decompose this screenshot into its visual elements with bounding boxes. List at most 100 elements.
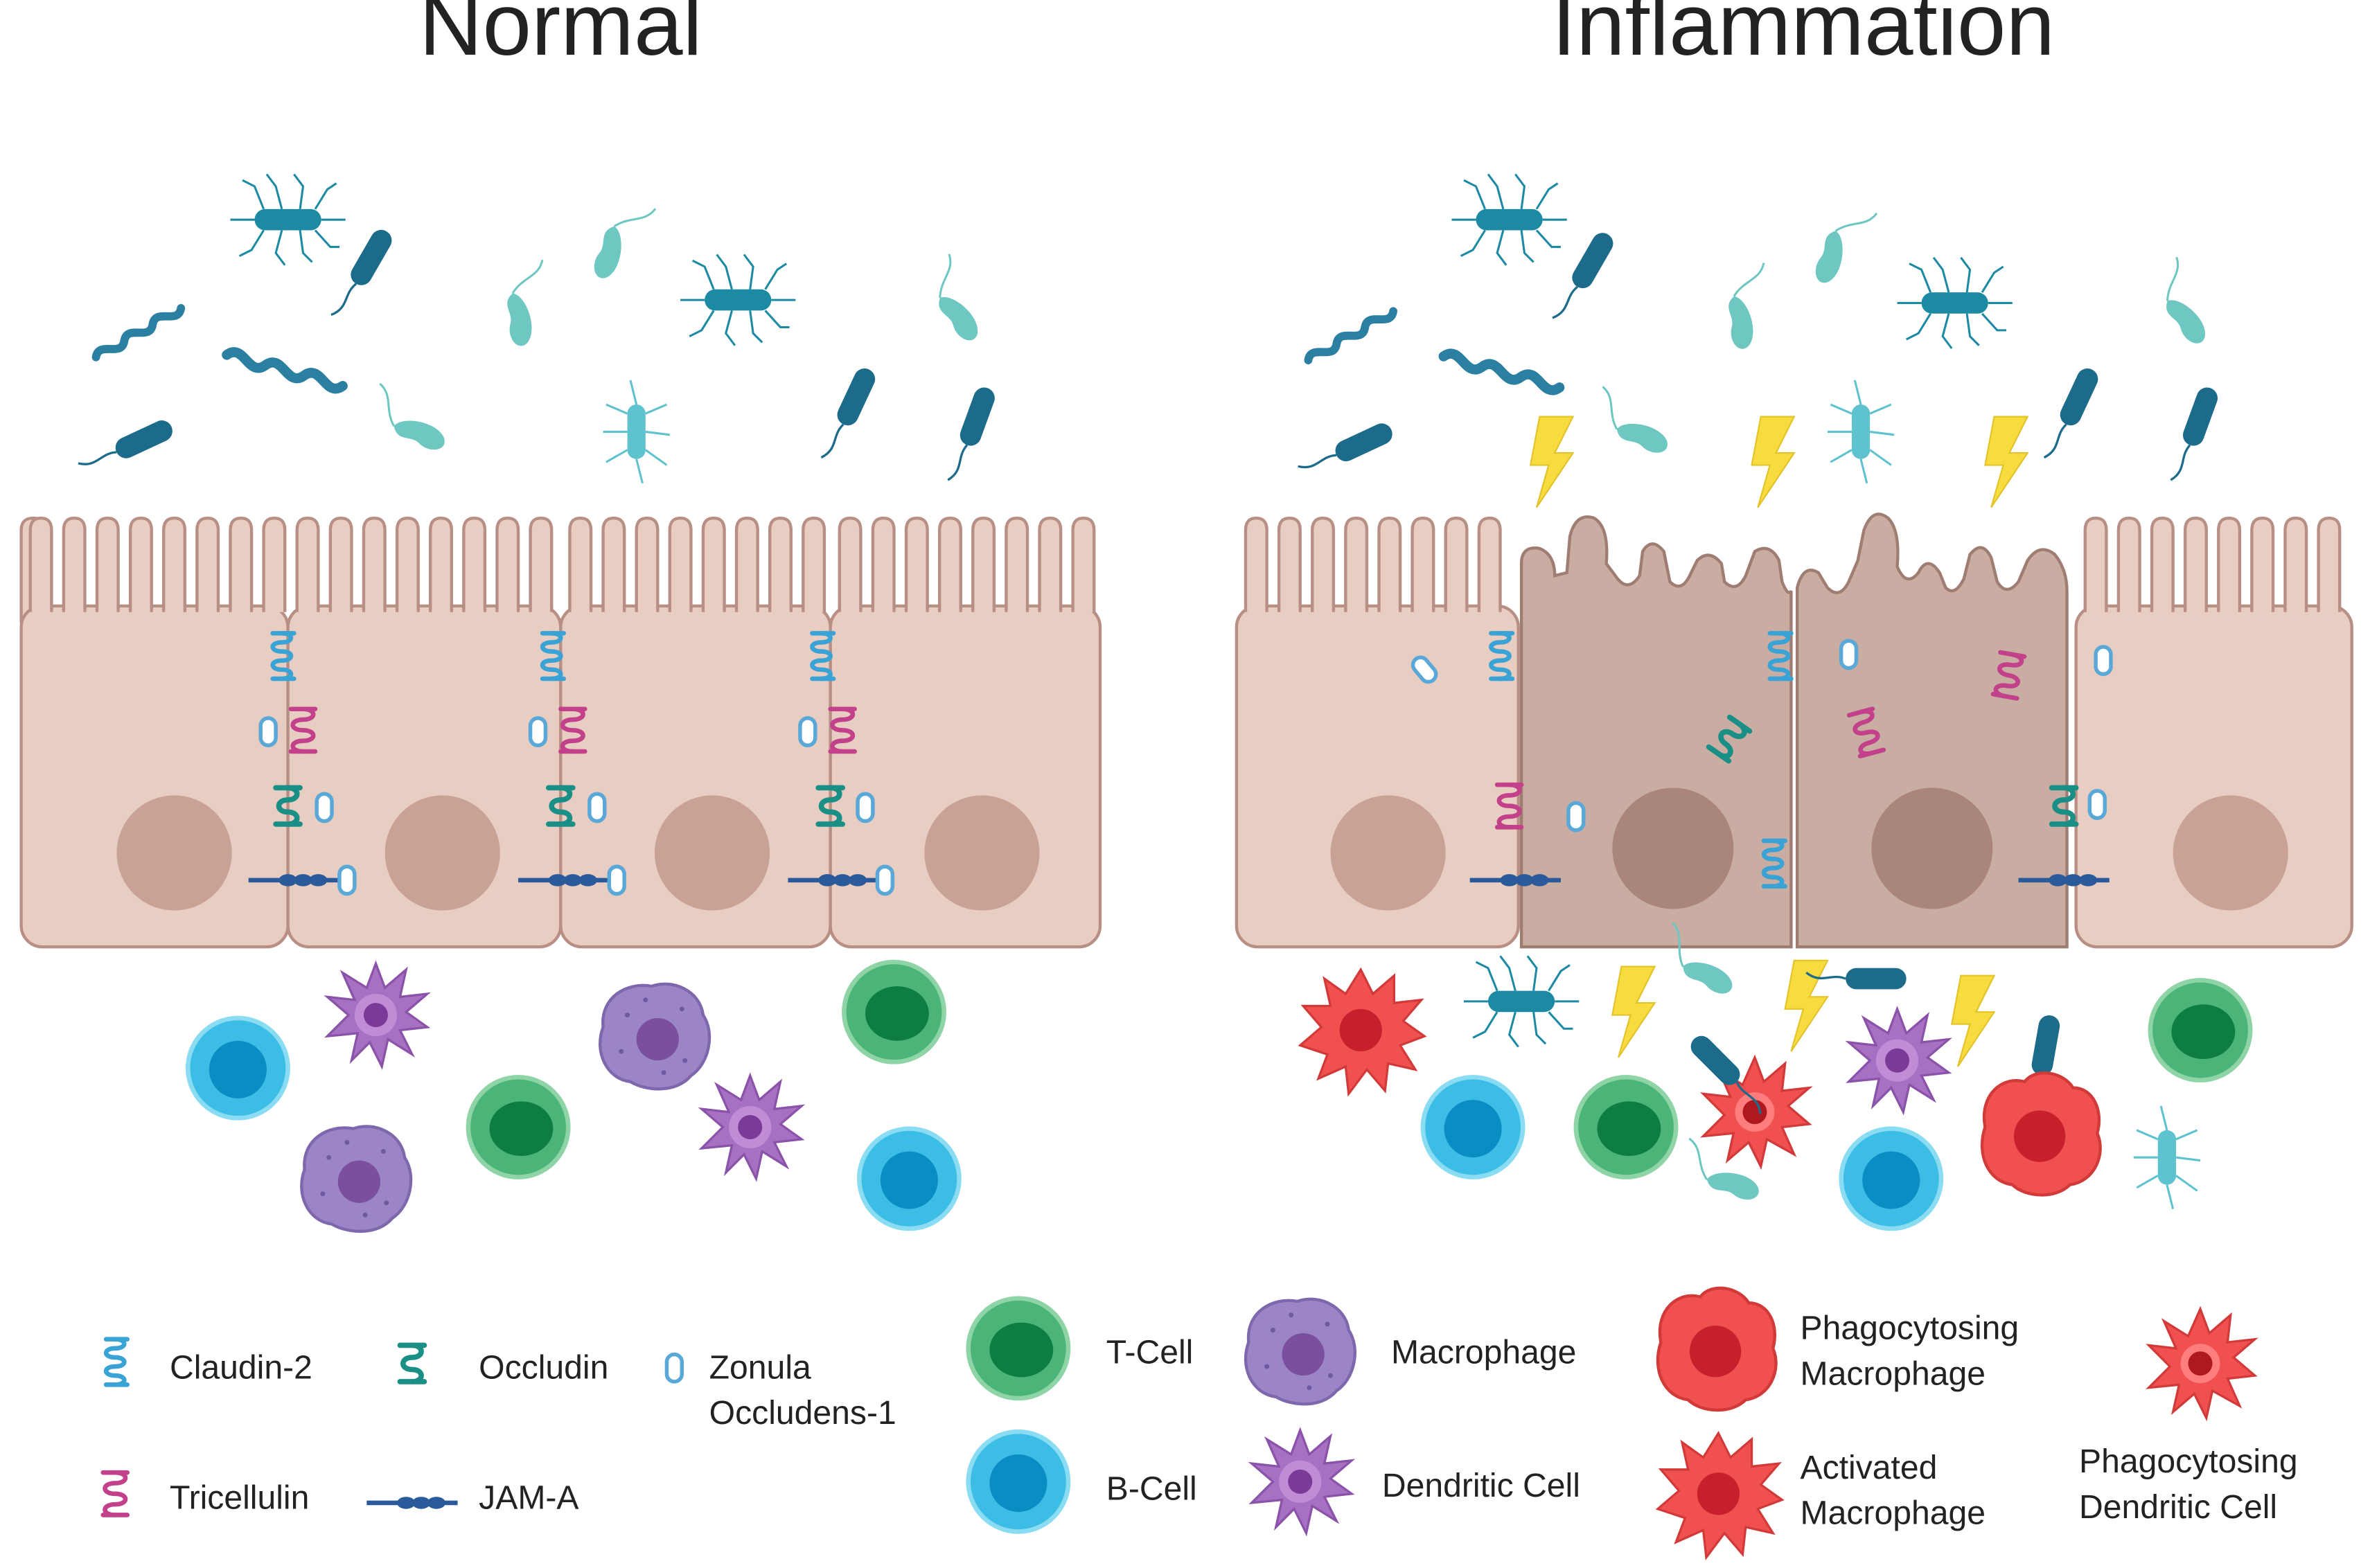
bacterium-rod xyxy=(2038,364,2103,466)
t-cell xyxy=(1575,1076,1678,1179)
legend-item-phagocytosing-dendritic-cell: Phagocytosing Dendritic Cell xyxy=(2079,1308,2298,1526)
t-cell xyxy=(2149,979,2252,1082)
bacterium-flagellated xyxy=(679,253,797,347)
lightning-bolt xyxy=(1951,974,1995,1068)
normal-epithelial-cell xyxy=(2074,516,2353,949)
bacterium-rod xyxy=(75,416,177,480)
phagocytosing-macrophage xyxy=(1982,1073,2101,1195)
legend-item-phagocytosing-macrophage: Phagocytosing Macrophage xyxy=(1658,1288,2019,1410)
zo-1 xyxy=(317,794,332,821)
legend-label-phagocytosing-macrophage-line2: Macrophage xyxy=(1801,1355,1986,1392)
legend-label-t-cell: T-Cell xyxy=(1106,1334,1194,1371)
title-normal: Normal xyxy=(419,0,702,73)
legend-label-occludin: Occludin xyxy=(479,1349,608,1387)
zo-1 xyxy=(609,866,624,893)
lightning-bolt xyxy=(1751,416,1795,508)
b-cell xyxy=(186,1017,290,1120)
bacterium-rod xyxy=(2165,383,2222,487)
lightning-bolt xyxy=(1530,416,1574,508)
legend-item-jam-a: JAM-A xyxy=(366,1479,579,1517)
normal-epithelial-cell xyxy=(19,516,290,949)
bacterium-flagellated xyxy=(1462,954,1580,1049)
nucleus xyxy=(2173,795,2288,911)
zo-1 xyxy=(531,718,546,745)
legend-label-zo-1-line1: Zonula xyxy=(709,1349,811,1387)
b-cell-icon xyxy=(967,1430,1070,1533)
bacterium-spirochete xyxy=(226,350,344,391)
zo-1 xyxy=(1841,641,1857,668)
bacterium-rod xyxy=(326,224,397,325)
normal-immune-cells xyxy=(186,961,961,1231)
zo-1 xyxy=(339,866,355,893)
zo-1 xyxy=(2096,647,2111,674)
nucleus xyxy=(924,795,1040,911)
inflammation-epithelium xyxy=(1235,513,2353,949)
legend-label-phagocytosing-dendritic-cell-line1: Phagocytosing xyxy=(2079,1443,2298,1480)
bacterium-comma xyxy=(369,382,454,453)
legend-item-tricellulin: Tricellulin xyxy=(103,1472,309,1517)
bacterium-rod xyxy=(1295,418,1397,483)
normal-epithelial-cell xyxy=(1235,516,1520,949)
legend-item-b-cell: B-Cell xyxy=(967,1430,1197,1533)
legend-label-activated-macrophage-line1: Activated xyxy=(1801,1449,1938,1486)
lightning-bolt xyxy=(1784,959,1829,1053)
b-cell xyxy=(1839,1127,1943,1230)
bacterium-flagellated xyxy=(229,173,347,267)
zo-1 xyxy=(800,718,815,745)
dendritic-cell xyxy=(1847,1008,1950,1114)
lightning-bolt xyxy=(1611,965,1656,1058)
occludin-icon xyxy=(400,1345,424,1381)
t-cell xyxy=(467,1076,570,1179)
nucleus xyxy=(1330,795,1446,911)
zo-1 xyxy=(877,866,892,893)
zo-1-icon xyxy=(666,1355,682,1382)
macrophage xyxy=(600,984,709,1089)
bacterium-rod xyxy=(815,364,880,466)
legend-item-macrophage: Macrophage xyxy=(1246,1299,1576,1404)
legend-label-phagocytosing-dendritic-cell-line2: Dendritic Cell xyxy=(2079,1488,2277,1526)
legend-label-b-cell: B-Cell xyxy=(1106,1470,1197,1508)
legend-item-activated-macrophage: Activated Macrophage xyxy=(1656,1432,1986,1559)
legend-label-jam-a: JAM-A xyxy=(479,1479,578,1517)
bacterium-flagellated-vertical xyxy=(602,379,671,485)
bacterium-comma xyxy=(1813,207,1878,288)
legend-label-dendritic-cell: Dendritic Cell xyxy=(1382,1467,1580,1504)
bacterium-comma xyxy=(1591,385,1677,456)
zo-1 xyxy=(2089,791,2105,818)
bacterium-spirochete xyxy=(1307,308,1395,364)
inflamed-epithelial-cell xyxy=(1519,515,1793,949)
nucleus xyxy=(1871,787,1993,909)
dendritic-cell xyxy=(700,1074,803,1180)
legend-label-tricellulin: Tricellulin xyxy=(170,1479,309,1517)
lightning-bolt xyxy=(1984,416,2028,508)
b-cell xyxy=(858,1127,961,1230)
bacterium-flagellated-vertical xyxy=(1826,379,1895,485)
bacterium-spirochete xyxy=(94,305,183,361)
activated-macrophage-icon xyxy=(1656,1432,1783,1559)
dendritic-cell-icon xyxy=(1250,1429,1353,1535)
legend-label-phagocytosing-macrophage-line1: Phagocytosing xyxy=(1801,1310,2019,1347)
bacterium-comma xyxy=(592,202,657,284)
legend-item-claudin-2: Claudin-2 xyxy=(106,1339,312,1387)
bacterium-comma xyxy=(1710,262,1790,353)
normal-bacteria-group xyxy=(75,173,1007,487)
phagocytosing-macrophage-icon xyxy=(1658,1288,1776,1410)
legend-label-macrophage: Macrophage xyxy=(1391,1334,1576,1371)
legend-item-occludin: Occludin xyxy=(400,1345,608,1387)
normal-epithelial-cell xyxy=(286,516,563,949)
bacterium-flagellated xyxy=(1450,173,1568,267)
legend-item-zo-1: Zonula Occludens-1 xyxy=(666,1349,896,1432)
nucleus xyxy=(116,795,232,911)
phagocytosing-dendritic-cell-icon xyxy=(2148,1308,2256,1420)
legend-label-activated-macrophage-line2: Macrophage xyxy=(1801,1495,1986,1532)
claudin-2-icon xyxy=(106,1339,127,1385)
nucleus xyxy=(384,795,500,911)
bacterium-flagellated-vertical xyxy=(2132,1105,2202,1211)
inflammation-bacteria-group xyxy=(1295,173,2234,508)
zo-1 xyxy=(590,794,605,821)
normal-epithelial-cell xyxy=(559,516,832,949)
bacterium-comma xyxy=(912,253,1007,346)
legend: Claudin-2 Occludin Zonula Occludens-1 Tr… xyxy=(103,1288,2298,1559)
b-cell xyxy=(1422,1076,1525,1179)
legend-label-claudin-2: Claudin-2 xyxy=(170,1349,312,1387)
